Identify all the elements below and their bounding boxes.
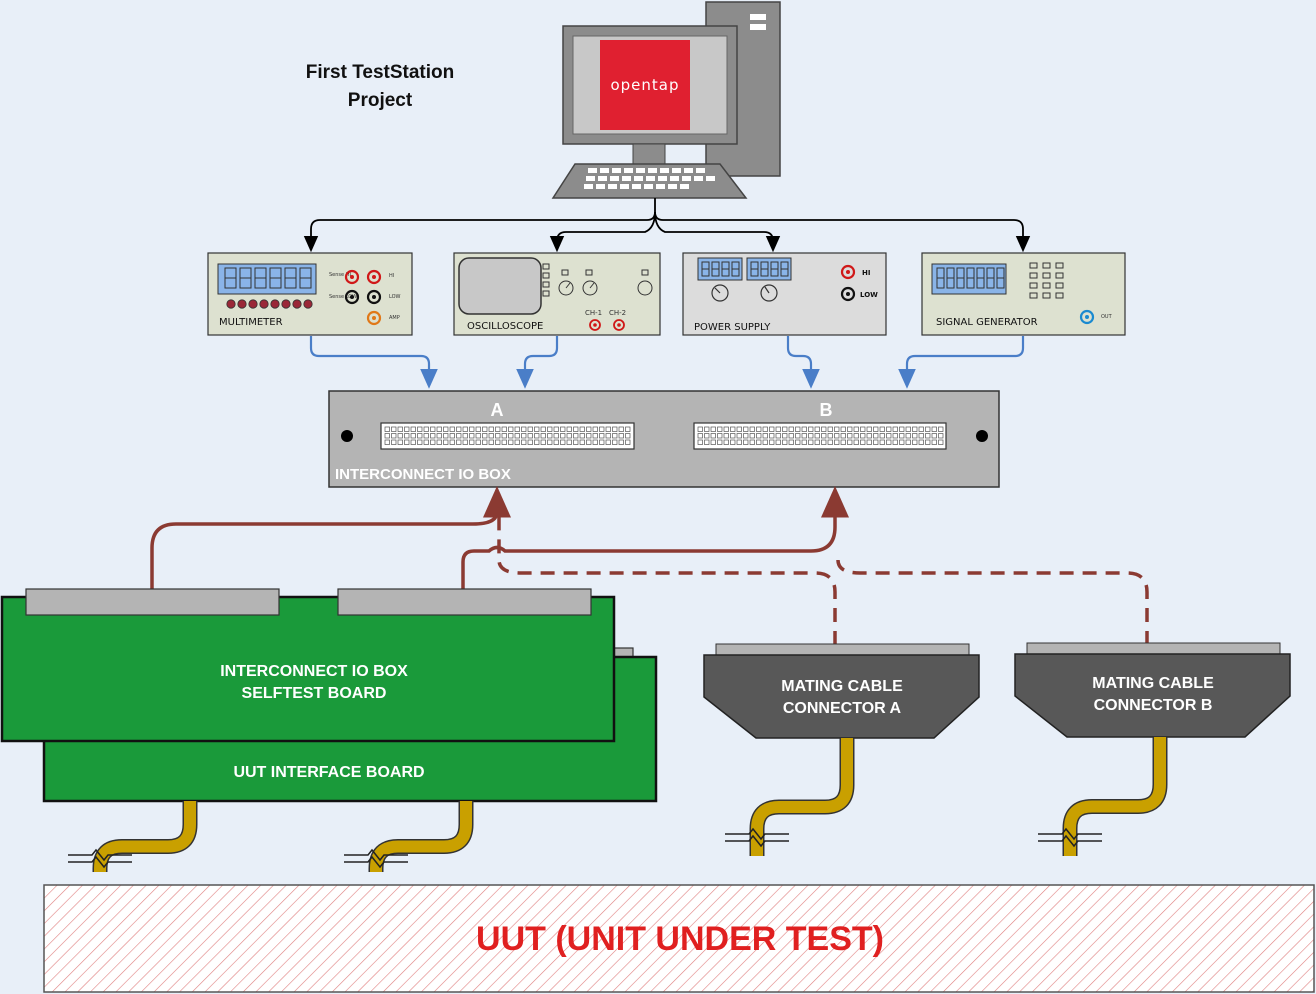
oscilloscope-screen [458, 257, 542, 315]
svg-text:SIGNAL GENERATOR: SIGNAL GENERATOR [936, 317, 1038, 328]
svg-text:Sense LOW: Sense LOW [329, 294, 357, 300]
signal-generator: OUT SIGNAL GENERATOR [921, 252, 1126, 336]
computer-bus-lines [303, 198, 1031, 253]
svg-text:POWER SUPPLY: POWER SUPPLY [694, 322, 771, 333]
opentap-logo [600, 40, 690, 130]
diagram-title: First TestStation Project [306, 62, 455, 111]
svg-text:Sense HI: Sense HI [329, 272, 351, 278]
svg-text:CH-2: CH-2 [609, 309, 626, 317]
selftest-board: INTERCONNECT IO BOX SELFTEST BOARD [0, 588, 616, 743]
oscilloscope: OSCILLOSCOPE CH-1 CH-2 [453, 252, 661, 336]
svg-text:opentap: opentap [610, 76, 679, 94]
svg-text:CONNECTOR A: CONNECTOR A [783, 700, 902, 717]
svg-text:Project: Project [348, 90, 413, 111]
interconnect-io-box: A B INTERCONNECT IO BOX [328, 390, 1000, 488]
svg-text:AMP: AMP [389, 315, 400, 321]
svg-text:INTERCONNECT IO BOX: INTERCONNECT IO BOX [335, 466, 511, 483]
svg-text:MATING CABLE: MATING CABLE [781, 678, 903, 695]
svg-text:A: A [491, 400, 504, 420]
svg-text:First TestStation: First TestStation [306, 62, 455, 83]
svg-text:CH-1: CH-1 [585, 309, 602, 317]
multimeter: MULTIMETER Sense HI Sense LOW HI LOW AMP [207, 252, 413, 336]
svg-text:LOW: LOW [389, 294, 401, 300]
board-io-links [150, 486, 1149, 645]
svg-text:OSCILLOSCOPE: OSCILLOSCOPE [467, 321, 543, 332]
svg-text:HI: HI [862, 269, 870, 277]
selftest-connector-a [25, 588, 280, 616]
svg-text:INTERCONNECT IO BOX: INTERCONNECT IO BOX [220, 663, 408, 680]
uut-block: UUT (UNIT UNDER TEST) [43, 884, 1315, 993]
svg-text:B: B [820, 400, 833, 420]
instrument-io-links [309, 336, 1025, 389]
svg-text:MATING CABLE: MATING CABLE [1092, 675, 1214, 692]
mating-cable-connector-a: MATING CABLE CONNECTOR A [703, 643, 980, 739]
uut-label: UUT (UNIT UNDER TEST) [476, 920, 884, 958]
svg-text:UUT INTERFACE BOARD: UUT INTERFACE BOARD [233, 764, 424, 781]
selftest-connector-b [337, 588, 592, 616]
svg-text:CONNECTOR B: CONNECTOR B [1094, 697, 1213, 714]
svg-text:OUT: OUT [1101, 314, 1113, 320]
uut-cables [68, 737, 1168, 872]
svg-text:LOW: LOW [860, 291, 878, 299]
svg-text:SELFTEST BOARD: SELFTEST BOARD [242, 685, 387, 702]
svg-text:HI: HI [389, 273, 394, 279]
io-port-a [380, 422, 635, 450]
computer-icon: opentap [551, 1, 781, 199]
mating-cable-connector-b: MATING CABLE CONNECTOR B [1014, 642, 1291, 738]
power-supply: HI LOW POWER SUPPLY [682, 252, 887, 336]
svg-text:MULTIMETER: MULTIMETER [219, 317, 283, 328]
